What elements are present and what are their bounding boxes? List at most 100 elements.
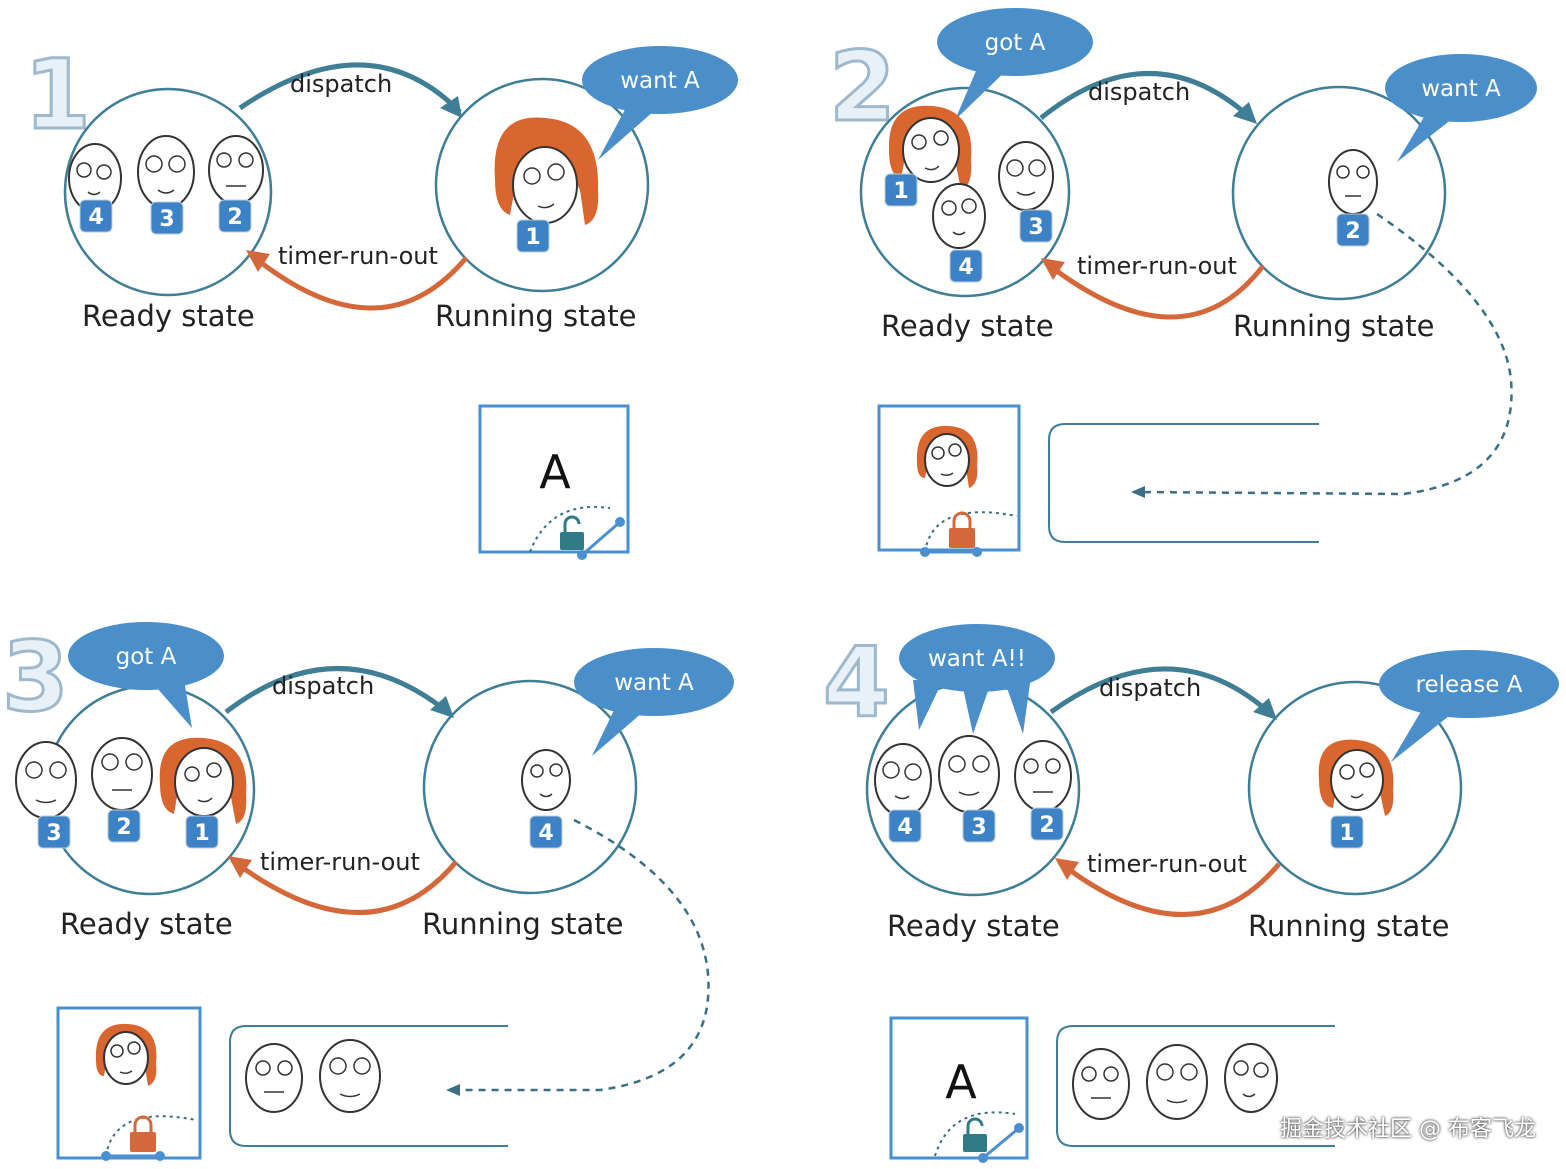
running-tag-1: 1 (516, 219, 550, 253)
dispatch-label: dispatch (272, 672, 374, 700)
resource-box (889, 1016, 1029, 1160)
timer-arrow (1043, 260, 1265, 320)
dispatch-arrowhead (430, 696, 454, 718)
ready-tag-2: 2 (218, 199, 252, 233)
ready-tag-1: 1 (185, 815, 219, 849)
dispatch-label: dispatch (1088, 78, 1190, 106)
svg-text:got A: got A (985, 30, 1046, 56)
svg-text:want A: want A (620, 68, 700, 94)
svg-text:3: 3 (159, 207, 174, 232)
ready-face-4 (932, 183, 986, 249)
lock-lever (982, 1126, 1020, 1160)
timer-label: timer-run-out (1077, 252, 1237, 280)
panel-1: 1 dispatch timer-run-out Ready state Run… (0, 0, 783, 584)
panel-1-drawing: 1 dispatch timer-run-out Ready state Run… (23, 38, 738, 560)
panel-3: 3 dispatch timer-run-out Ready state Run… (0, 584, 783, 1168)
running-speech-bubble: want A (574, 648, 734, 756)
lock-lever (581, 520, 621, 557)
timer-arrowhead (1055, 858, 1079, 880)
wait-path (1134, 212, 1513, 496)
timer-arrowhead (228, 856, 252, 878)
ready-face-2 (208, 135, 264, 205)
step-number: 2 (829, 31, 896, 143)
dispatch-label: dispatch (290, 70, 392, 98)
ready-tag-4: 4 (949, 249, 983, 283)
ready-face-2 (1014, 740, 1072, 812)
lock-arc (105, 1115, 197, 1157)
svg-text:4: 4 (958, 255, 973, 280)
step-number: 4 (823, 627, 890, 739)
step-number: 3 (2, 621, 69, 733)
ready-speech-bubble: want A!! (899, 624, 1055, 734)
svg-text:release A: release A (1416, 672, 1523, 698)
running-speech-bubble: want A (1385, 54, 1537, 162)
watermark: 掘金技术社区 @ 布客飞龙 (1280, 1117, 1536, 1142)
running-speech-bubble: want A (582, 46, 738, 160)
running-girl-face (1318, 739, 1394, 816)
ready-tag-2: 2 (1030, 807, 1064, 841)
wait-path (450, 818, 710, 1092)
ready-state-label: Ready state (82, 299, 255, 333)
running-face-2 (1328, 149, 1378, 215)
panel-3-drawing: 3 dispatch timer-run-out Ready state Run… (1, 620, 734, 1161)
ready-tag-1: 1 (884, 173, 918, 207)
queued-face-3 (319, 1039, 381, 1113)
queued-face-2 (245, 1043, 303, 1113)
svg-text:1: 1 (893, 179, 908, 204)
svg-text:want A!!: want A!! (928, 646, 1026, 672)
running-face-4 (521, 749, 571, 811)
ready-face-2 (91, 737, 153, 811)
dispatch-arrowhead (1233, 102, 1257, 124)
running-tag-2: 2 (1336, 213, 1370, 247)
ready-girl-face (888, 105, 972, 190)
ready-face-3 (137, 135, 195, 209)
svg-text:2: 2 (227, 205, 242, 230)
svg-text:1: 1 (525, 225, 540, 250)
timer-arrow (248, 252, 468, 311)
resource-name: A (539, 445, 571, 499)
running-speech-bubble: release A (1379, 650, 1559, 762)
svg-text:4: 4 (538, 821, 553, 846)
ready-tag-4: 4 (79, 199, 113, 233)
ready-state-label: Ready state (887, 909, 1060, 943)
svg-text:got A: got A (116, 644, 177, 670)
waiting-queue (229, 1025, 508, 1147)
timer-label: timer-run-out (1087, 850, 1247, 878)
step-number: 1 (24, 39, 91, 151)
open-lock-icon (963, 1117, 987, 1152)
timer-label: timer-run-out (278, 242, 438, 270)
svg-text:2: 2 (116, 815, 131, 840)
svg-text:want A: want A (614, 670, 694, 696)
dispatch-label: dispatch (1099, 674, 1201, 702)
open-lock-icon (560, 515, 584, 550)
panel-4: 4 dispatch timer-run-out Ready state Run… (783, 584, 1566, 1168)
ready-state-label: Ready state (60, 907, 233, 941)
running-state-label: Running state (1248, 909, 1450, 943)
running-girl-face (494, 117, 599, 225)
waiting-queue (1048, 423, 1319, 543)
ready-tag-3: 3 (37, 815, 71, 849)
dispatch-arrow (1049, 666, 1275, 718)
queued-face-4 (1224, 1043, 1278, 1113)
running-tag-1: 1 (1330, 815, 1364, 849)
ready-tag-2: 2 (107, 809, 141, 843)
svg-text:2: 2 (1039, 813, 1054, 838)
timer-arrowhead (246, 250, 270, 272)
running-tag-4: 4 (529, 815, 563, 849)
svg-text:4: 4 (88, 205, 103, 230)
ready-face-4 (874, 743, 932, 817)
dispatch-arrow (1039, 71, 1255, 122)
ready-tag-3: 3 (962, 809, 996, 843)
ready-state-label: Ready state (881, 309, 1054, 343)
dispatch-arrowhead (440, 96, 462, 118)
ready-tag-3: 3 (1019, 209, 1053, 243)
resource-box (478, 404, 630, 554)
holder-girl-face (916, 425, 978, 488)
dispatch-arrow (238, 62, 462, 114)
timer-arrowhead (1041, 258, 1065, 280)
panel-2: 2 dispatch timer-run-out Ready state Run… (783, 0, 1566, 584)
wait-arrowhead (1131, 486, 1145, 498)
ready-speech-bubble: got A (937, 8, 1093, 120)
timer-label: timer-run-out (260, 848, 420, 876)
